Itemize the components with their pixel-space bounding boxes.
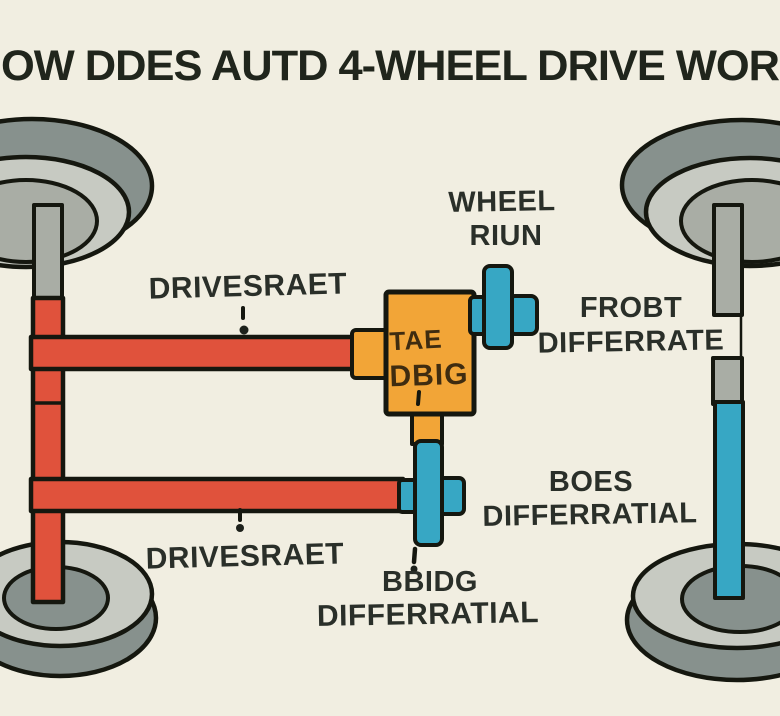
transfer-case-text: TAE DBIG [389,324,469,394]
tick-dot [236,524,244,532]
label-rear-differential-line1: BOES [549,466,633,498]
label-driveshaft-bottom: DRIVESRAET [145,537,344,575]
tick-bottom-differential [411,546,418,565]
wheel-rear-left [0,539,159,679]
driveshaft-bottom-bar [28,476,406,514]
transfer-case-line1: TAE [389,324,444,357]
label-wheel-run-line2: RIUN [470,220,543,252]
tick-dot [410,565,418,573]
transfer-case-body [383,289,477,417]
tick-dot [239,325,249,335]
diagram-shapes [0,116,780,683]
label-bottom-differential-line1: BBIDG [382,566,478,598]
right-shaft-middle [711,356,744,406]
diff-vertical-bar [413,439,444,547]
front-left-axle-stub [32,203,64,305]
front-differential-part [468,264,539,350]
label-driveshaft-top: DRIVESRAET [148,267,347,305]
rear-differential-part [397,439,466,547]
label-rear-differential-line2: DIFFERRATIAL [482,497,697,533]
transfer-case [350,289,477,446]
label-bottom-differential-line2: DIFFERRATIAL [317,596,540,633]
diff-vertical-bar [482,264,514,350]
right-shaft-upper [712,203,744,317]
label-front-differential-line1: FROBT [580,292,682,324]
label-front-differential-line2: DIFFERRATE [537,324,724,359]
diagram-labels: DRIVESRAET WHEEL RIUN FROBT DIFFERRATE B… [145,185,724,633]
right-shaft-blue [713,400,745,600]
case-scribble-mark [416,390,421,406]
diagram-title: OW DDES AUTD 4-WHEEL DRIVE WOR [1,42,780,90]
driveshaft-top-bar [28,334,362,372]
label-wheel-run-line1: WHEEL [448,185,556,219]
pointer-ticks [236,306,418,573]
transfer-case-line2: DBIG [389,358,469,394]
